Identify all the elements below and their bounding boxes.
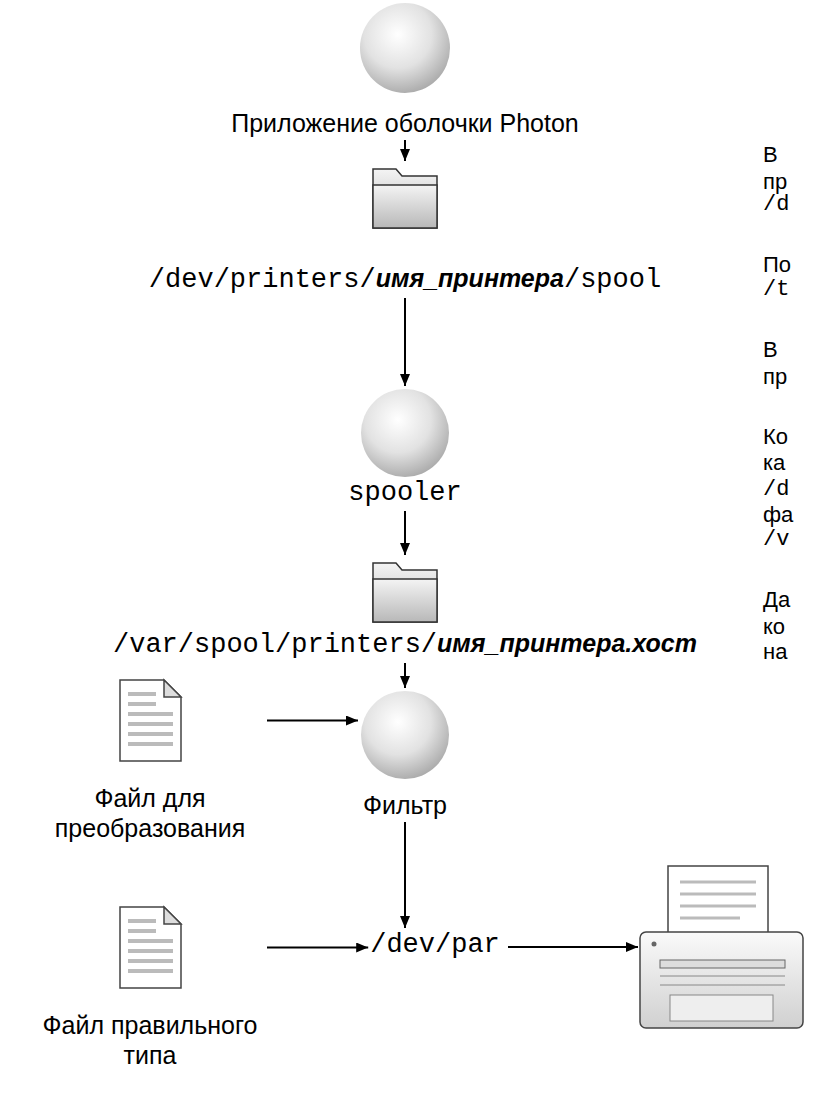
paper-line <box>680 917 740 920</box>
paper-line <box>680 905 756 908</box>
printer-body <box>640 932 803 1028</box>
document-line <box>128 702 156 706</box>
sphere-shape <box>360 3 450 93</box>
folder-node: /dev/printers/имя_принтера/spool <box>149 163 661 296</box>
printer-slot <box>660 960 785 968</box>
document-line <box>128 969 173 973</box>
doc-node: Файл для преобразования <box>35 678 265 843</box>
document-fold <box>164 907 181 924</box>
path-label: spooler <box>348 478 461 509</box>
path-label: /dev/printers/имя_принтера/spool <box>149 263 661 296</box>
printer-led <box>652 942 657 947</box>
side-note-fragment: ко <box>763 614 785 640</box>
folder-icon <box>370 557 440 625</box>
printer-tray <box>670 995 773 1021</box>
document-sheet <box>120 680 181 761</box>
flow-arrow <box>404 663 406 688</box>
side-note-fragment: /d <box>763 192 789 218</box>
side-note-fragment: Да <box>763 587 790 613</box>
document-line <box>128 722 173 726</box>
side-note-fragment: ка <box>763 450 785 476</box>
side-note-fragment: В <box>763 337 778 363</box>
document-line <box>128 959 173 963</box>
side-note-fragment: на <box>763 639 787 665</box>
document-line <box>128 732 173 736</box>
output-arrow <box>508 946 638 948</box>
sphere-node: Фильтр <box>360 690 450 820</box>
node-caption: Файл для преобразования <box>35 783 265 843</box>
doc-node: Файл правильного типа <box>35 905 265 1070</box>
flow-arrow <box>404 298 406 386</box>
paper-line <box>680 893 756 896</box>
flow-arrow <box>404 822 406 928</box>
document-line <box>128 939 173 943</box>
doc-icon <box>118 905 183 990</box>
side-note-fragment: фа <box>763 502 793 528</box>
doc-icon <box>118 678 183 763</box>
printer-icon <box>640 866 803 1028</box>
side-note-fragment: В <box>763 142 778 168</box>
printer-detail <box>660 976 785 977</box>
sphere-icon <box>360 690 450 780</box>
sphere-node: Приложение оболочки Photon <box>231 2 579 138</box>
paper-line <box>680 881 756 884</box>
sphere-node: spooler <box>348 388 461 509</box>
flow-arrow <box>267 720 358 722</box>
sphere-icon <box>360 388 450 478</box>
document-line <box>128 949 173 953</box>
document-line <box>128 742 173 746</box>
document-line <box>128 929 156 933</box>
side-note-fragment: /v <box>763 527 789 553</box>
sphere-icon <box>359 2 451 94</box>
path-label: /dev/par <box>370 930 500 961</box>
document-sheet <box>120 907 181 988</box>
document-line <box>128 919 156 923</box>
side-note-fragment: пр <box>763 169 787 195</box>
document-line <box>128 692 156 696</box>
folder-front <box>373 185 437 228</box>
sphere-shape <box>361 389 449 477</box>
document-fold <box>164 680 181 697</box>
flow-arrow <box>404 140 406 161</box>
flow-arrow <box>267 947 368 949</box>
document-line <box>128 712 173 716</box>
printer-detail <box>660 985 785 986</box>
flow-arrow <box>404 511 406 555</box>
node-caption: Фильтр <box>363 790 447 820</box>
node-caption: Приложение оболочки Photon <box>231 108 579 138</box>
side-note-fragment: /d <box>763 477 789 503</box>
node-caption: Файл правильного типа <box>35 1010 265 1070</box>
folder-front <box>373 579 437 622</box>
folder-icon <box>370 163 440 231</box>
folder-back <box>373 169 437 228</box>
side-note-fragment: Ко <box>763 424 788 450</box>
device-node: /dev/par <box>370 930 500 961</box>
folder-back <box>373 563 437 622</box>
side-note-fragment: По <box>763 252 791 278</box>
side-note-fragment: /t <box>763 277 789 303</box>
folder-node: /var/spool/printers/имя_принтера.хост <box>113 557 697 661</box>
path-label: /var/spool/printers/имя_принтера.хост <box>113 628 697 661</box>
sphere-shape <box>361 691 449 779</box>
side-note-fragment: пр <box>763 364 787 390</box>
